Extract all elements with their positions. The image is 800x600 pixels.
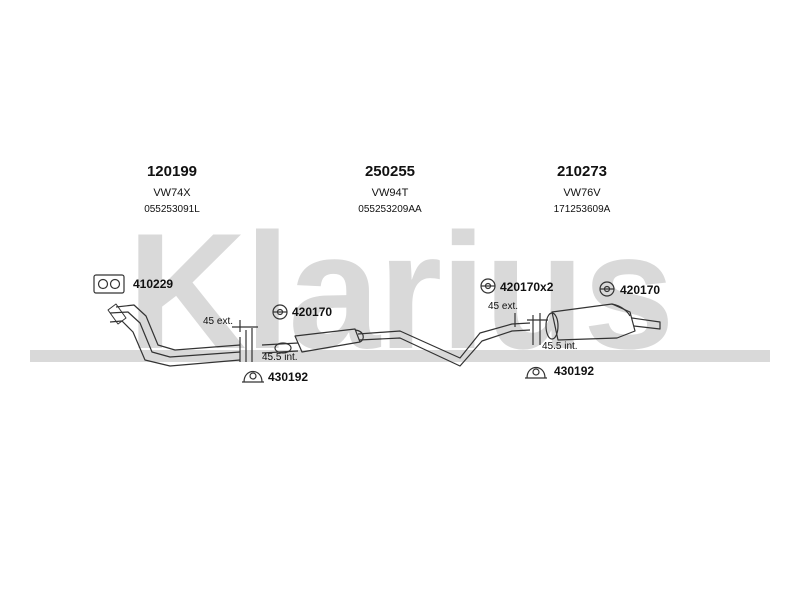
part-group-front: 120199 VW74X 055253091L [92,163,252,215]
dimension-int-label: 45.5 int. [542,341,578,352]
rubber-mount-icon [480,278,496,294]
rear-silencer [545,303,661,341]
part-code: VW76V [563,187,601,199]
rubber-mount-icon [272,304,288,320]
part-number: 250255 [364,163,416,180]
rubber-mount-part-label: 420170 [620,283,661,297]
gasket-icon [93,274,125,294]
right-joint [514,313,548,345]
part-group-middle: 250255 VW94T 055253209AA [310,163,470,215]
gasket-part-label: 410229 [133,277,174,291]
left-joint [232,320,258,362]
clamp-icon [242,370,264,383]
oem-number: 055253209AA [358,204,422,215]
rubber-mount-part-label: 420170 [292,305,333,319]
rubber-mount-part-label: 420170x2 [500,280,554,294]
dimension-ext-label: 45 ext. [488,301,519,312]
part-number: 120199 [146,163,198,180]
part-group-rear: 210273 VW76V 171253609A [502,163,662,215]
front-downpipe [107,303,241,367]
clamp-part-label: 430192 [268,370,309,384]
clamp-icon [525,366,547,379]
oem-number: 171253609A [553,204,611,215]
part-code: VW94T [371,187,409,199]
dimension-int-label: 45.5 int. [262,352,298,363]
part-code: VW74X [153,187,191,199]
part-number: 210273 [556,163,608,180]
clamp-part-label: 430192 [554,364,595,378]
rubber-mount-icon [599,281,615,297]
klarius-watermark-logo: Klarius [30,222,770,364]
watermark-text: Klarius [127,222,672,364]
middle-silencer [261,322,531,367]
oem-number: 055253091L [144,204,200,215]
dimension-ext-label: 45 ext. [203,316,234,327]
